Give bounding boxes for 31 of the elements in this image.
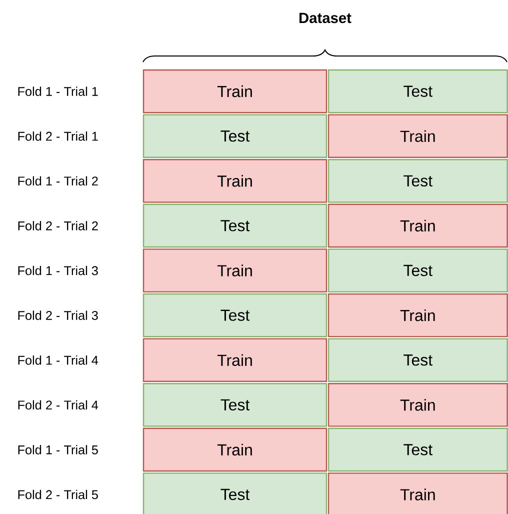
fold-box: Train (328, 383, 508, 427)
fold-box: Train (142, 69, 328, 114)
row-label: Fold 2 - Trial 1 (18, 131, 98, 141)
fold-box: Train (142, 248, 328, 292)
fold-box: Train (142, 338, 328, 382)
row-label: Fold 1 - Trial 2 (18, 176, 98, 186)
fold-box: Test (328, 159, 508, 203)
fold-box: Test (142, 114, 328, 158)
fold-box: Test (142, 204, 328, 248)
fold-box: Test (328, 69, 508, 114)
row-label: Fold 2 - Trial 2 (18, 221, 98, 230)
fold-box: Train (142, 428, 328, 472)
title: Dataset (300, 12, 352, 24)
fold-box: Train (328, 204, 508, 248)
fold-box: Test (328, 338, 508, 382)
row-label: Fold 1 - Trial 4 (18, 355, 98, 365)
fold-box: Test (328, 248, 508, 292)
fold-box: Test (142, 472, 328, 514)
row-label: Fold 1 - Trial 3 (18, 266, 98, 276)
fold-box: Train (328, 293, 508, 338)
row-label: Fold 2 - Trial 5 (18, 490, 98, 500)
fold-box: Train (142, 159, 328, 203)
row-label: Fold 2 - Trial 4 (18, 400, 98, 410)
row-label: Fold 1 - Trial 1 (18, 86, 98, 96)
fold-box: Test (142, 383, 328, 427)
fold-box: Train (328, 472, 508, 514)
fold-box: Train (328, 114, 508, 158)
fold-box: Test (142, 293, 328, 338)
row-label: Fold 1 - Trial 5 (18, 445, 98, 454)
row-label: Fold 2 - Trial 3 (18, 310, 98, 320)
fold-box: Test (328, 428, 508, 472)
